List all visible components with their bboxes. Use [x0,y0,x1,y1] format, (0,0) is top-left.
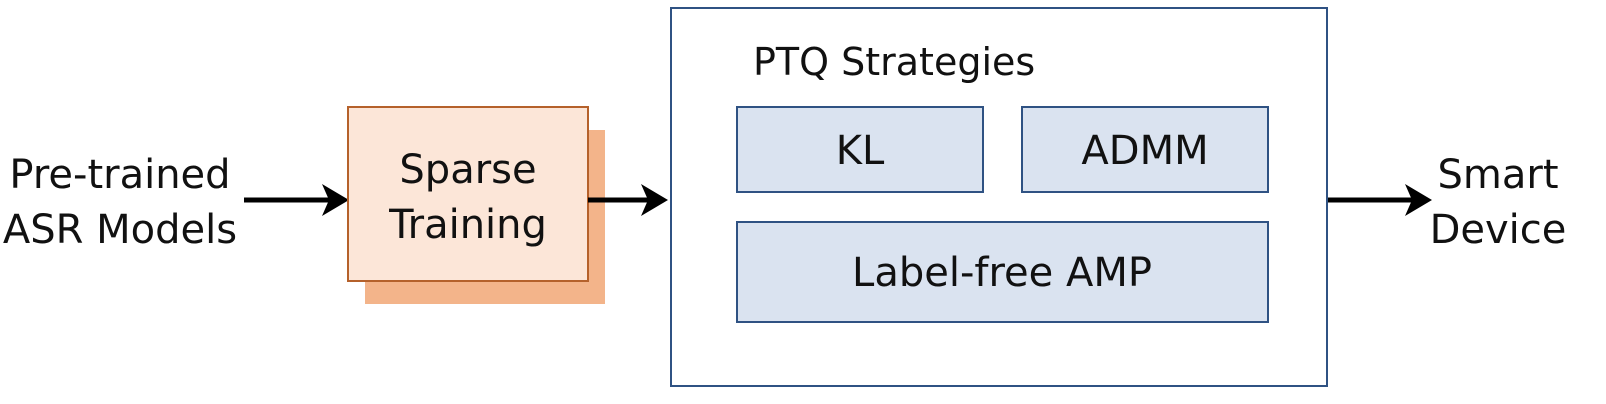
sparse-training-label-line2: Training [388,202,547,248]
label-free-amp-label: Label-free AMP [852,250,1152,296]
arrow-input-to-sparse-head [322,184,349,216]
kl-label: KL [836,128,885,174]
admm-box [1021,106,1269,193]
arrow-sparse-to-ptq-head [641,184,668,216]
admm-label: ADMM [1081,128,1208,174]
output-label-line2: Device [1430,207,1567,253]
arrow-ptq-to-device-head [1405,184,1432,216]
input-label-line1: Pre-trained [9,152,230,198]
ptq-strategies-title: PTQ Strategies [753,40,1035,84]
sparse-training-label-line1: Sparse [399,147,536,193]
label-free-amp-box [736,221,1269,323]
output-label-line1: Smart [1438,152,1559,198]
kl-box [736,106,984,193]
input-label-line2: ASR Models [3,207,237,253]
sparse-training-box [347,106,589,282]
